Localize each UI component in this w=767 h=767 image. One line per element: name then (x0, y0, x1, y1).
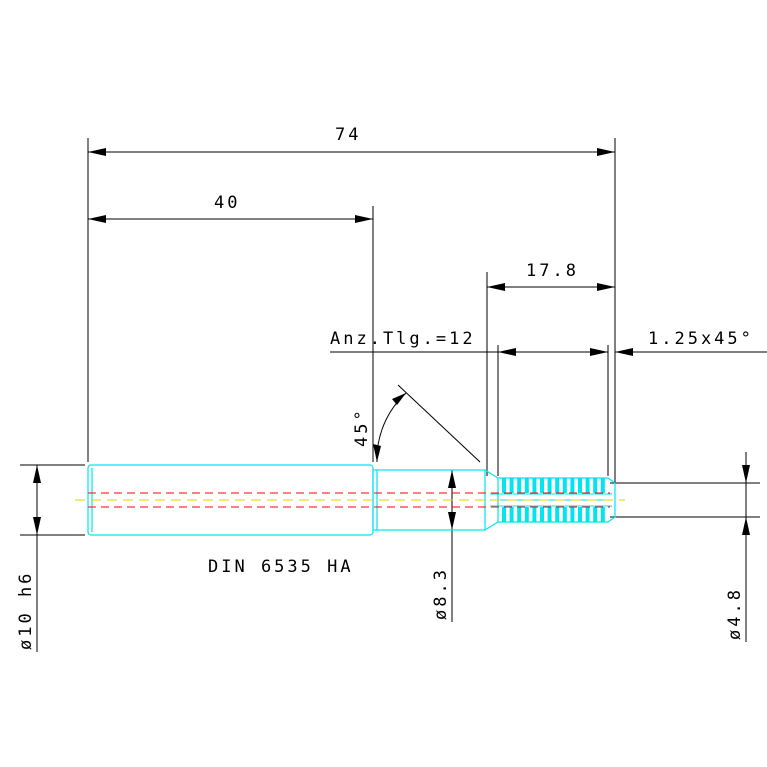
thread-tooth (585, 478, 590, 493)
thread-tooth (509, 478, 514, 493)
dim-overall-length: 74 (88, 125, 615, 156)
dim-thread-length-label: 17.8 (526, 261, 579, 281)
standard-label: DIN 6535 HA (208, 557, 354, 577)
dim-neck-diameter: ø8.3 (431, 470, 456, 622)
thread-tooth (540, 478, 544, 493)
thread-tooth (555, 507, 560, 522)
dim-chamfer: 1.25x45° (615, 329, 767, 356)
thread-tooth (547, 478, 552, 493)
thread-tooth (562, 478, 567, 493)
tip-diameter-label: ø4.8 (725, 587, 745, 640)
thread-count-label: Anz.Tlg.=12 (330, 329, 476, 349)
thread-tooth (524, 478, 529, 493)
thread-tooth (593, 507, 598, 522)
thread-tooth (517, 507, 522, 522)
thread-tooth (502, 478, 506, 493)
dim-tip-diameter: ø4.8 (725, 452, 750, 642)
thread-tooth (517, 478, 522, 493)
thread-tooth (524, 507, 529, 522)
thread-tooth (585, 507, 590, 522)
thread-tooth (600, 507, 605, 522)
thread-tooth (532, 478, 537, 493)
thread-tooth (593, 478, 598, 493)
dim-shank-length-label: 40 (214, 193, 240, 213)
dim-thread-count: Anz.Tlg.=12 (330, 329, 608, 356)
thread-tooth (502, 507, 506, 522)
dim-shank-length: 40 (88, 193, 373, 223)
thread-tooth (578, 507, 582, 522)
thread-tooth (555, 478, 560, 493)
neck-diameter-label: ø8.3 (431, 567, 451, 620)
thread-tooth (578, 478, 582, 493)
shank-diameter-label: ø10 h6 (16, 571, 36, 650)
dim-angle: 45° (352, 384, 481, 463)
dim-shank-diameter: ø10 h6 (16, 465, 41, 652)
thread-tooth (562, 507, 567, 522)
dim-overall-length-label: 74 (335, 125, 361, 145)
thread-tooth (570, 478, 575, 493)
centerlines (75, 492, 625, 508)
thread-tooth (540, 507, 544, 522)
angle-label: 45° (352, 407, 372, 447)
chamfer-label: 1.25x45° (648, 329, 754, 349)
thread-tooth (532, 507, 537, 522)
dim-thread-length: 17.8 (487, 261, 615, 291)
thread-tooth (509, 507, 514, 522)
thread-tooth (570, 507, 575, 522)
thread-tooth (547, 507, 552, 522)
thread-tooth (600, 478, 605, 493)
